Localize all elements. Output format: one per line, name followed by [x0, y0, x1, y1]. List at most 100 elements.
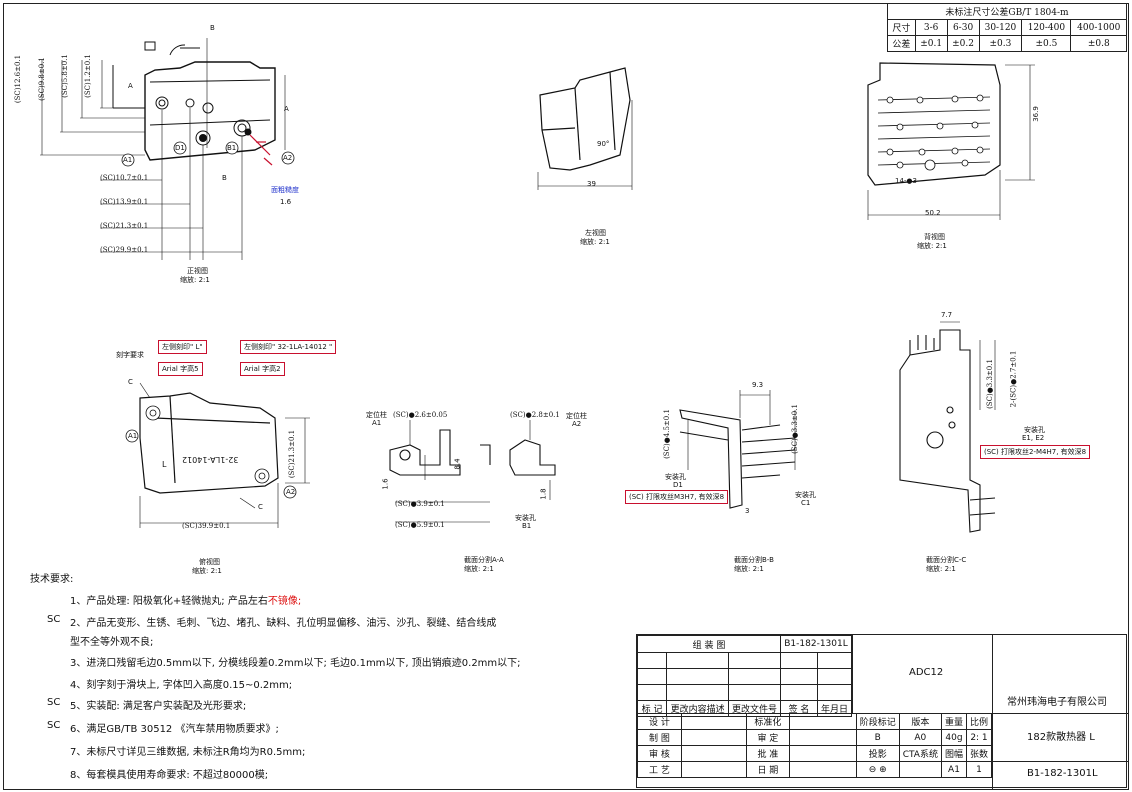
requirement-sc-6: SC — [47, 720, 61, 731]
front-view-name: 正视图 — [187, 267, 208, 275]
front-dim-v1: (SC)12.6±0.1 — [14, 54, 23, 104]
version-value: A0 — [898, 729, 942, 746]
section-c-hole: 安装孔 — [1024, 426, 1045, 434]
bottom-c-bottom: C — [258, 503, 263, 511]
left-view-drawing — [537, 67, 633, 190]
requirements-title: 技术要求: — [30, 574, 74, 585]
section-a-scale: 缩放: 2:1 — [464, 565, 494, 573]
product-name: 182款散热器 L — [1027, 732, 1095, 743]
revision-table: 组 装 图 B1-182-1301L 标 记 更改内容描述 更改文件号 签 名 … — [636, 635, 853, 717]
requirement-item-4: 4、刻字刻于滑块上, 字体凹入高度0.15~0.2mm; — [70, 680, 293, 691]
section-a-d6: 1.6 — [381, 478, 390, 490]
tolerance-value: ±0.5 — [1021, 35, 1072, 52]
tolerance-range: 400-1000 — [1070, 19, 1127, 36]
back-view-drawing — [867, 62, 1035, 220]
left-view-scale: 缩放: 2:1 — [580, 238, 610, 246]
signoff-table: 设 计 标准化 阶段标记 版本 重量 比例 制 图 审 定 B A0 40g 2… — [637, 713, 993, 778]
front-label-b1: B1 — [227, 144, 237, 152]
section-c-drawing — [899, 321, 996, 533]
bottom-dim-w: (SC)39.9±0.1 — [182, 522, 231, 530]
requirement-item-5: 5、实装配: 满足客户实装配及光形要求; — [70, 701, 247, 712]
bottom-view-scale: 缩放: 2:1 — [192, 567, 222, 575]
section-b-drawing — [679, 390, 796, 509]
version-label: 版本 — [898, 713, 942, 730]
front-view-scale: 缩放: 2:1 — [180, 276, 210, 284]
section-a-name: 截面分割A-A — [464, 556, 504, 564]
bottom-c-top: C — [128, 378, 133, 386]
front-label-a1: A1 — [123, 156, 133, 164]
section-c-dv2: 2-(SC)●2.7±0.1 — [1009, 350, 1018, 408]
tolerance-value: ±0.3 — [978, 35, 1023, 52]
tolerance-table: 未标注尺寸公差GB/T 1804-m 尺寸 3-6 6-30 30-120 12… — [887, 3, 1127, 52]
section-a-hole: 安装孔 — [515, 514, 536, 522]
tolerance-value: ±0.8 — [1070, 35, 1127, 52]
roughness-label: 面粗糙度 — [271, 186, 299, 194]
section-a-drawing — [389, 420, 556, 523]
engrave-requirement: 刻字要求 — [116, 351, 144, 359]
front-label-a2: A2 — [283, 154, 293, 162]
section-a-d2: (SC)●2.8±0.1 — [510, 411, 560, 419]
requirement-item-7: 7、未标尺寸详见三维数据, 未标注R角均为R0.5mm; — [70, 747, 306, 758]
ratio-label: 比例 — [965, 713, 993, 730]
section-b-hole2: 安装孔 — [795, 491, 816, 499]
section-b-dtop: 9.3 — [752, 381, 764, 389]
section-b-dv2: (SC)●3.3±0.1 — [790, 404, 799, 454]
section-c-note: (SC) 打限攻丝2-M4H7, 有效深8 — [980, 445, 1091, 459]
section-a-d4: (SC)●5.9±0.1 — [395, 521, 445, 529]
format-label: 图幅 — [940, 745, 967, 762]
section-b-db: 3 — [745, 507, 750, 515]
format-value: A1 — [940, 761, 967, 778]
section-a-d7: 1.8 — [539, 488, 548, 500]
section-c-dtop: 7.7 — [941, 311, 953, 319]
projection-label: 投影 — [855, 745, 900, 762]
engrave-font-l: Arial 字高5 — [158, 362, 203, 376]
left-view-name: 左视图 — [585, 229, 606, 237]
section-a-hole-id: B1 — [522, 522, 532, 530]
section-c-hole-id: E1, E2 — [1022, 434, 1045, 442]
section-a-loc2: 定位柱 — [566, 412, 587, 420]
front-label-d1: D1 — [175, 144, 185, 152]
section-c-scale: 缩放: 2:1 — [926, 565, 956, 573]
back-holes: 14-●3 — [895, 177, 917, 185]
tolerance-value: ±0.2 — [946, 35, 980, 52]
requirement-item-2: 2、产品无变形、生锈、毛刺、飞边、堵孔、缺料、孔位明显偏移、油污、沙孔、裂缝、结… — [70, 618, 497, 629]
front-dim-h1: (SC)10.7±0.1 — [100, 174, 149, 182]
section-b-hole2-id: C1 — [801, 499, 811, 507]
section-b-hole1: 安装孔 — [665, 473, 686, 481]
front-view-drawing — [40, 38, 295, 260]
ratio-value: 2: 1 — [965, 729, 993, 746]
front-dim-h4: (SC)29.9±0.1 — [100, 246, 149, 254]
tolerance-title: 未标注尺寸公差GB/T 1804-m — [887, 3, 1127, 20]
requirement-sc-5: SC — [47, 697, 61, 708]
drawing-no-top: B1-182-1301L — [780, 635, 852, 653]
front-label-a-right: A — [284, 105, 289, 113]
company-name: 常州玮海电子有限公司 — [1007, 697, 1107, 708]
back-dim-w: 50.2 — [925, 209, 941, 217]
engrave-box-l: 左侧刻印" L" — [158, 340, 207, 354]
left-dim: 39 — [587, 180, 596, 188]
front-dim-v2: (SC)9.8±0.1 — [37, 57, 46, 101]
sheets-value: 1 — [965, 761, 993, 778]
tolerance-row2-label: 公差 — [887, 35, 916, 52]
section-a-loc1-id: A1 — [372, 419, 382, 427]
tolerance-value: ±0.1 — [914, 35, 948, 52]
projection-symbol-icon: ⊖ ⊕ — [855, 761, 900, 778]
fin-pattern — [877, 96, 991, 166]
front-dim-v3: (SC)5.8±0.1 — [60, 54, 69, 98]
requirement-item-6: 6、满足GB/TB 30512 《汽车禁用物质要求》; — [70, 724, 279, 735]
front-dim-h3: (SC)21.3±0.1 — [100, 222, 149, 230]
stage-value: B — [855, 729, 900, 746]
date-label: 日 期 — [746, 761, 790, 778]
requirement-sc-2: SC — [47, 614, 61, 625]
tolerance-range: 30-120 — [978, 19, 1023, 36]
section-c-dv1: (SC)●3.3±0.1 — [985, 359, 994, 409]
front-label-b-top: B — [210, 24, 215, 32]
back-view-name: 背视图 — [924, 233, 945, 241]
section-a-d1: (SC)●2.6±0.05 — [393, 411, 448, 419]
section-b-note: (SC) 打限攻丝M3H7, 有效深8 — [625, 490, 729, 504]
roughness-value: 1.6 — [280, 198, 292, 206]
engrave-box-partno: 左侧刻印" 32-1LA-14012 " — [240, 340, 337, 354]
section-b-dv1: (SC)●4.5±0.1 — [662, 409, 671, 459]
section-a-d3: (SC)●3.9±0.1 — [395, 500, 445, 508]
bottom-view-name: 俯视图 — [199, 558, 220, 566]
